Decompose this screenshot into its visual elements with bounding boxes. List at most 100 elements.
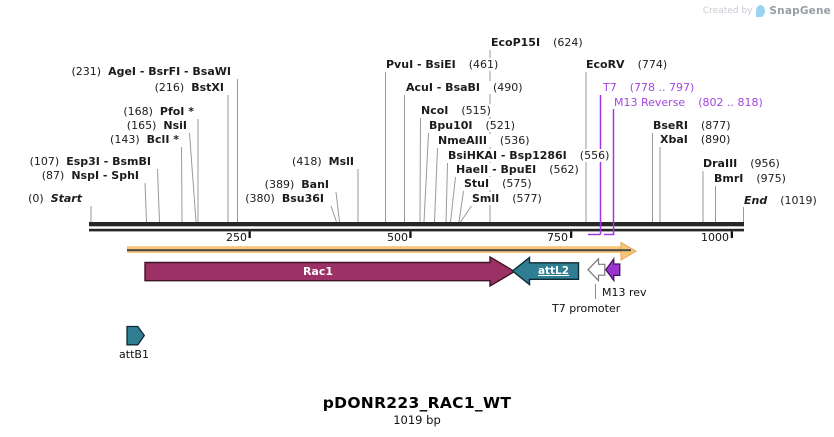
site-label-nmeaiii: NmeAIII(536) bbox=[437, 134, 531, 147]
site-name: Start bbox=[50, 192, 82, 205]
site-label-bsu36i: (380) Bsu36I bbox=[244, 192, 325, 205]
site-pos: (143) bbox=[110, 133, 140, 146]
site-pos: (380) bbox=[245, 192, 275, 205]
construct-arrow-core bbox=[127, 249, 631, 252]
site-label-start: (0) Start bbox=[27, 192, 83, 205]
construct-arrow-head bbox=[620, 241, 637, 261]
site-pos: (165) bbox=[126, 119, 157, 132]
site-label-nspi-sphi: (87)NspI - SphI bbox=[40, 169, 140, 182]
site-label-esp3i-bsmbi: (107) Esp3I - BsmBI bbox=[28, 155, 152, 168]
site-name: BclI * bbox=[146, 133, 179, 146]
site-label-draiii: DraIII(956) bbox=[702, 157, 781, 170]
site-pos: (890) bbox=[700, 133, 731, 146]
ruler-tick-250 bbox=[248, 231, 251, 238]
plasmid-length: 1019 bp bbox=[393, 413, 441, 427]
attb1-label: attB1 bbox=[119, 348, 149, 361]
site-name: PfoI * bbox=[159, 105, 194, 118]
primer-name: T7 bbox=[603, 81, 617, 94]
site-pos: (1019) bbox=[780, 194, 817, 207]
site-label-ecop15i: EcoP15I (624) bbox=[490, 36, 584, 49]
ruler-label-250: 250 bbox=[226, 230, 247, 244]
site-pos: (216) bbox=[154, 81, 185, 94]
site-label-end: End (1019) bbox=[743, 194, 818, 207]
snapgene-watermark: Created by SnapGene bbox=[703, 5, 831, 17]
site-name: XbaI bbox=[660, 133, 688, 146]
t7-promoter-arrow bbox=[587, 257, 606, 283]
site-label-bmri: BmrI (975) bbox=[713, 172, 787, 185]
site-name: HaeII - BpuEI bbox=[456, 163, 537, 176]
site-pos: (490) bbox=[493, 81, 523, 94]
site-pos: (521) bbox=[485, 119, 516, 132]
site-label-bani: (389) BanI bbox=[263, 178, 330, 191]
site-name: BanI bbox=[301, 178, 329, 191]
site-pos: (107) bbox=[29, 155, 60, 168]
site-name: AcuI - BsaBI bbox=[406, 81, 481, 94]
site-name: BsiHKAI - Bsp1286I bbox=[448, 149, 567, 162]
site-label-nsii: (165)NsiI bbox=[125, 119, 188, 132]
site-label-bseri: BseRI (877) bbox=[652, 119, 732, 132]
site-label-xbai: XbaI (890) bbox=[659, 133, 732, 146]
site-pos: (975) bbox=[756, 172, 786, 185]
site-name: MslI bbox=[328, 155, 354, 168]
ruler-tick-1000 bbox=[730, 231, 733, 238]
primer-name: M13 Reverse bbox=[614, 96, 686, 109]
site-name: EcoRV bbox=[586, 58, 625, 71]
site-name: End bbox=[744, 194, 768, 207]
ruler-label-500: 500 bbox=[387, 230, 408, 244]
watermark-brand: SnapGene bbox=[769, 5, 831, 17]
plasmid-title: pDONR223_RAC1_WT bbox=[322, 394, 512, 412]
site-name: Esp3I - BsmBI bbox=[66, 155, 151, 168]
site-pos: (515) bbox=[461, 104, 491, 117]
site-pos: (877) bbox=[700, 119, 731, 132]
site-name: BstXI bbox=[191, 81, 224, 94]
ruler-tick-750 bbox=[570, 231, 573, 238]
site-pos: (575) bbox=[502, 177, 532, 190]
site-label-agei-bsrfi-bsawi: (231) AgeI - BsrFI - BsaWI bbox=[70, 65, 232, 78]
attl2-label: attL2 bbox=[537, 265, 570, 277]
site-name: AgeI - BsrFI - BsaWI bbox=[108, 65, 231, 78]
site-pos: (418) bbox=[292, 155, 322, 168]
site-pos: (624) bbox=[553, 36, 583, 49]
site-label-msli: (418) MslI bbox=[291, 155, 355, 168]
watermark-prefix: Created by bbox=[702, 6, 753, 16]
site-pos: (168) bbox=[123, 105, 153, 118]
site-name: BmrI bbox=[714, 172, 744, 185]
site-pos: (389) bbox=[264, 178, 295, 191]
site-pos: (231) bbox=[71, 65, 102, 78]
site-pos: (562) bbox=[549, 163, 579, 176]
ruler-bar-main bbox=[89, 222, 744, 227]
site-pos: (536) bbox=[499, 134, 530, 147]
site-name: StuI bbox=[464, 177, 490, 190]
site-name: NcoI bbox=[421, 104, 449, 117]
site-pos: (461) bbox=[468, 58, 499, 71]
site-pos: (577) bbox=[512, 192, 542, 205]
primer-label-t7: T7(778 .. 797) bbox=[602, 81, 696, 94]
site-name: Bsu36I bbox=[281, 192, 324, 205]
attb1-arrow bbox=[126, 325, 146, 346]
primer-region-marks bbox=[588, 95, 615, 236]
site-pos: (774) bbox=[637, 58, 668, 71]
site-pos: (556) bbox=[579, 149, 610, 162]
site-pos: (0) bbox=[28, 192, 44, 205]
site-label-ncoi: NcoI (515) bbox=[420, 104, 492, 117]
ruler-label-750: 750 bbox=[547, 230, 568, 244]
site-label-haeii-bpuei: HaeII - BpuEI (562) bbox=[455, 163, 580, 176]
rac1-label: Rac1 bbox=[302, 265, 334, 278]
site-label-acui-bsabi: AcuI - BsaBI (490) bbox=[405, 81, 524, 94]
site-name: EcoP15I bbox=[491, 36, 541, 49]
site-name: PvuI - BsiEI bbox=[386, 58, 456, 71]
site-label-bpu10i: Bpu10I(521) bbox=[428, 119, 517, 132]
site-name: NspI - SphI bbox=[71, 169, 139, 182]
snapgene-logo-icon bbox=[756, 5, 766, 17]
site-label-pvui-bsiei: PvuI - BsiEI (461) bbox=[385, 58, 500, 71]
site-name: BseRI bbox=[653, 119, 688, 132]
ruler-bar-sub bbox=[89, 228, 744, 232]
primer-label-m13-reverse: M13 Reverse(802 .. 818) bbox=[613, 96, 764, 109]
site-name: SmlI bbox=[472, 192, 500, 205]
site-connector-lines bbox=[90, 50, 744, 223]
m13-rev-arrow bbox=[605, 256, 621, 283]
m13-rev-label: M13 rev bbox=[602, 286, 647, 299]
site-label-bstxi: (216) BstXI bbox=[153, 81, 225, 94]
t7-promoter-label: T7 promoter bbox=[552, 302, 621, 315]
